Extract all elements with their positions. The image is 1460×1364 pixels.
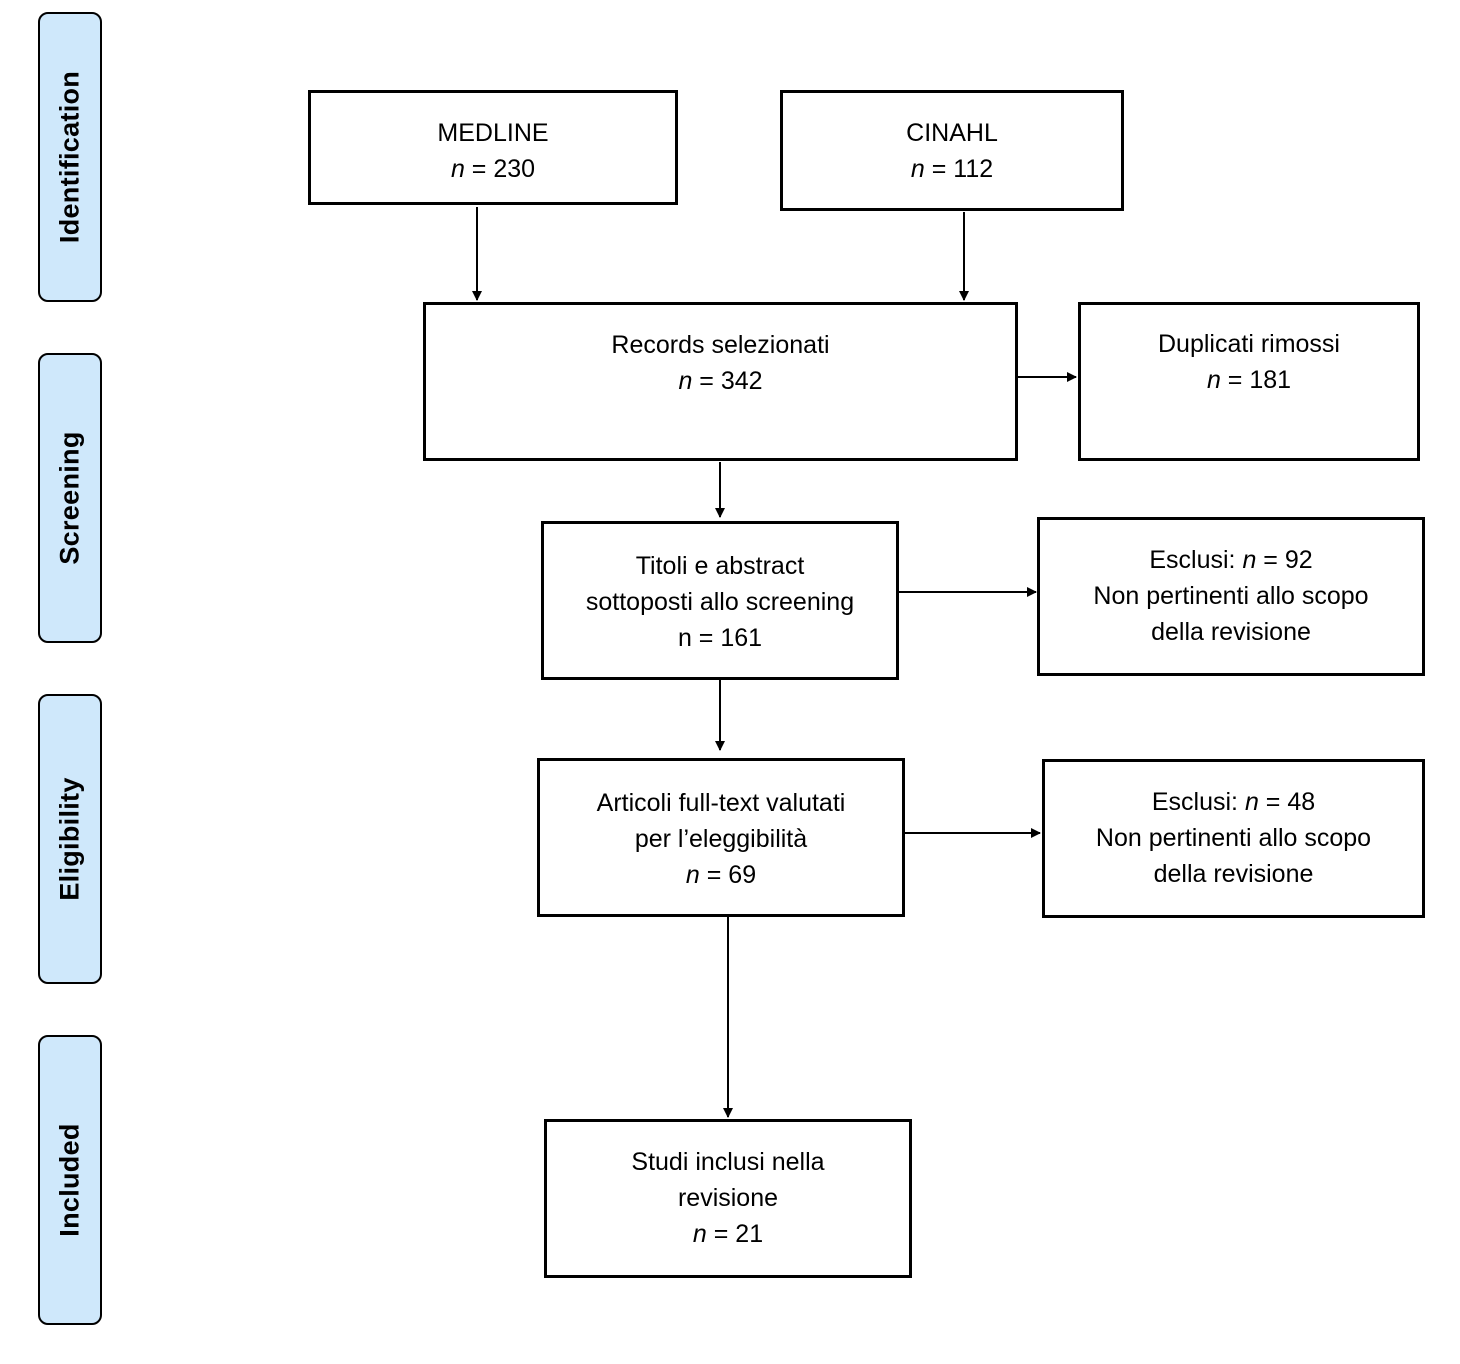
box-excluded-eligibility-line2: Non pertinenti allo scopo (1095, 824, 1372, 852)
box-records-title: Records selezionati (611, 331, 830, 359)
box-cinahl-title: CINAHL (906, 119, 998, 147)
box-medline: MEDLINE n = 230 (308, 90, 678, 205)
box-included-line1: Studi inclusi nella (631, 1148, 825, 1176)
box-excluded-eligibility-count: Esclusi: n = 48 (1151, 788, 1316, 816)
box-cinahl: CINAHL n = 112 (780, 90, 1124, 211)
box-titles-line1: Titoli e abstract (635, 552, 805, 580)
box-records: Records selezionati n = 342 (423, 302, 1018, 461)
phase-identification: Identification (38, 12, 102, 302)
box-excluded-screening-line2: Non pertinenti allo scopo (1093, 582, 1369, 610)
phase-screening: Screening (38, 353, 102, 643)
phase-label-eligibility: Eligibility (54, 777, 85, 901)
box-excluded-screening-count: Esclusi: n = 92 (1149, 546, 1313, 574)
box-included-count: n = 21 (692, 1220, 764, 1248)
box-included: Studi inclusi nella revisione n = 21 (544, 1119, 912, 1278)
box-fulltext-line1: Articoli full-text valutati (596, 789, 846, 817)
box-medline-count: n = 230 (450, 155, 536, 183)
box-fulltext: Articoli full-text valutati per l’eleggi… (537, 758, 905, 917)
phase-label-screening: Screening (54, 431, 85, 565)
box-included-line2: revisione (677, 1184, 779, 1212)
box-records-count: n = 342 (678, 367, 763, 395)
box-excluded-eligibility: Esclusi: n = 48 Non pertinenti allo scop… (1042, 759, 1425, 918)
phase-eligibility: Eligibility (38, 694, 102, 984)
box-excluded-screening: Esclusi: n = 92 Non pertinenti allo scop… (1037, 517, 1425, 676)
box-titles-count: n = 161 (677, 624, 763, 652)
box-titles-line2: sottoposti allo screening (585, 588, 855, 616)
box-titles-abstracts: Titoli e abstract sottoposti allo screen… (541, 521, 899, 680)
box-medline-title: MEDLINE (437, 119, 549, 147)
box-excluded-eligibility-line3: della revisione (1153, 860, 1314, 888)
box-fulltext-line2: per l’eleggibilità (634, 825, 808, 853)
box-cinahl-count: n = 112 (910, 155, 994, 183)
box-excluded-screening-line3: della revisione (1151, 618, 1311, 646)
phase-label-included: Included (54, 1123, 85, 1237)
box-duplicates-title: Duplicati rimossi (1158, 330, 1340, 358)
box-duplicates: Duplicati rimossi n = 181 (1078, 302, 1420, 461)
phase-label-identification: Identification (54, 70, 85, 244)
phase-included: Included (38, 1035, 102, 1325)
box-fulltext-count: n = 69 (685, 861, 757, 889)
box-duplicates-count: n = 181 (1206, 366, 1292, 394)
